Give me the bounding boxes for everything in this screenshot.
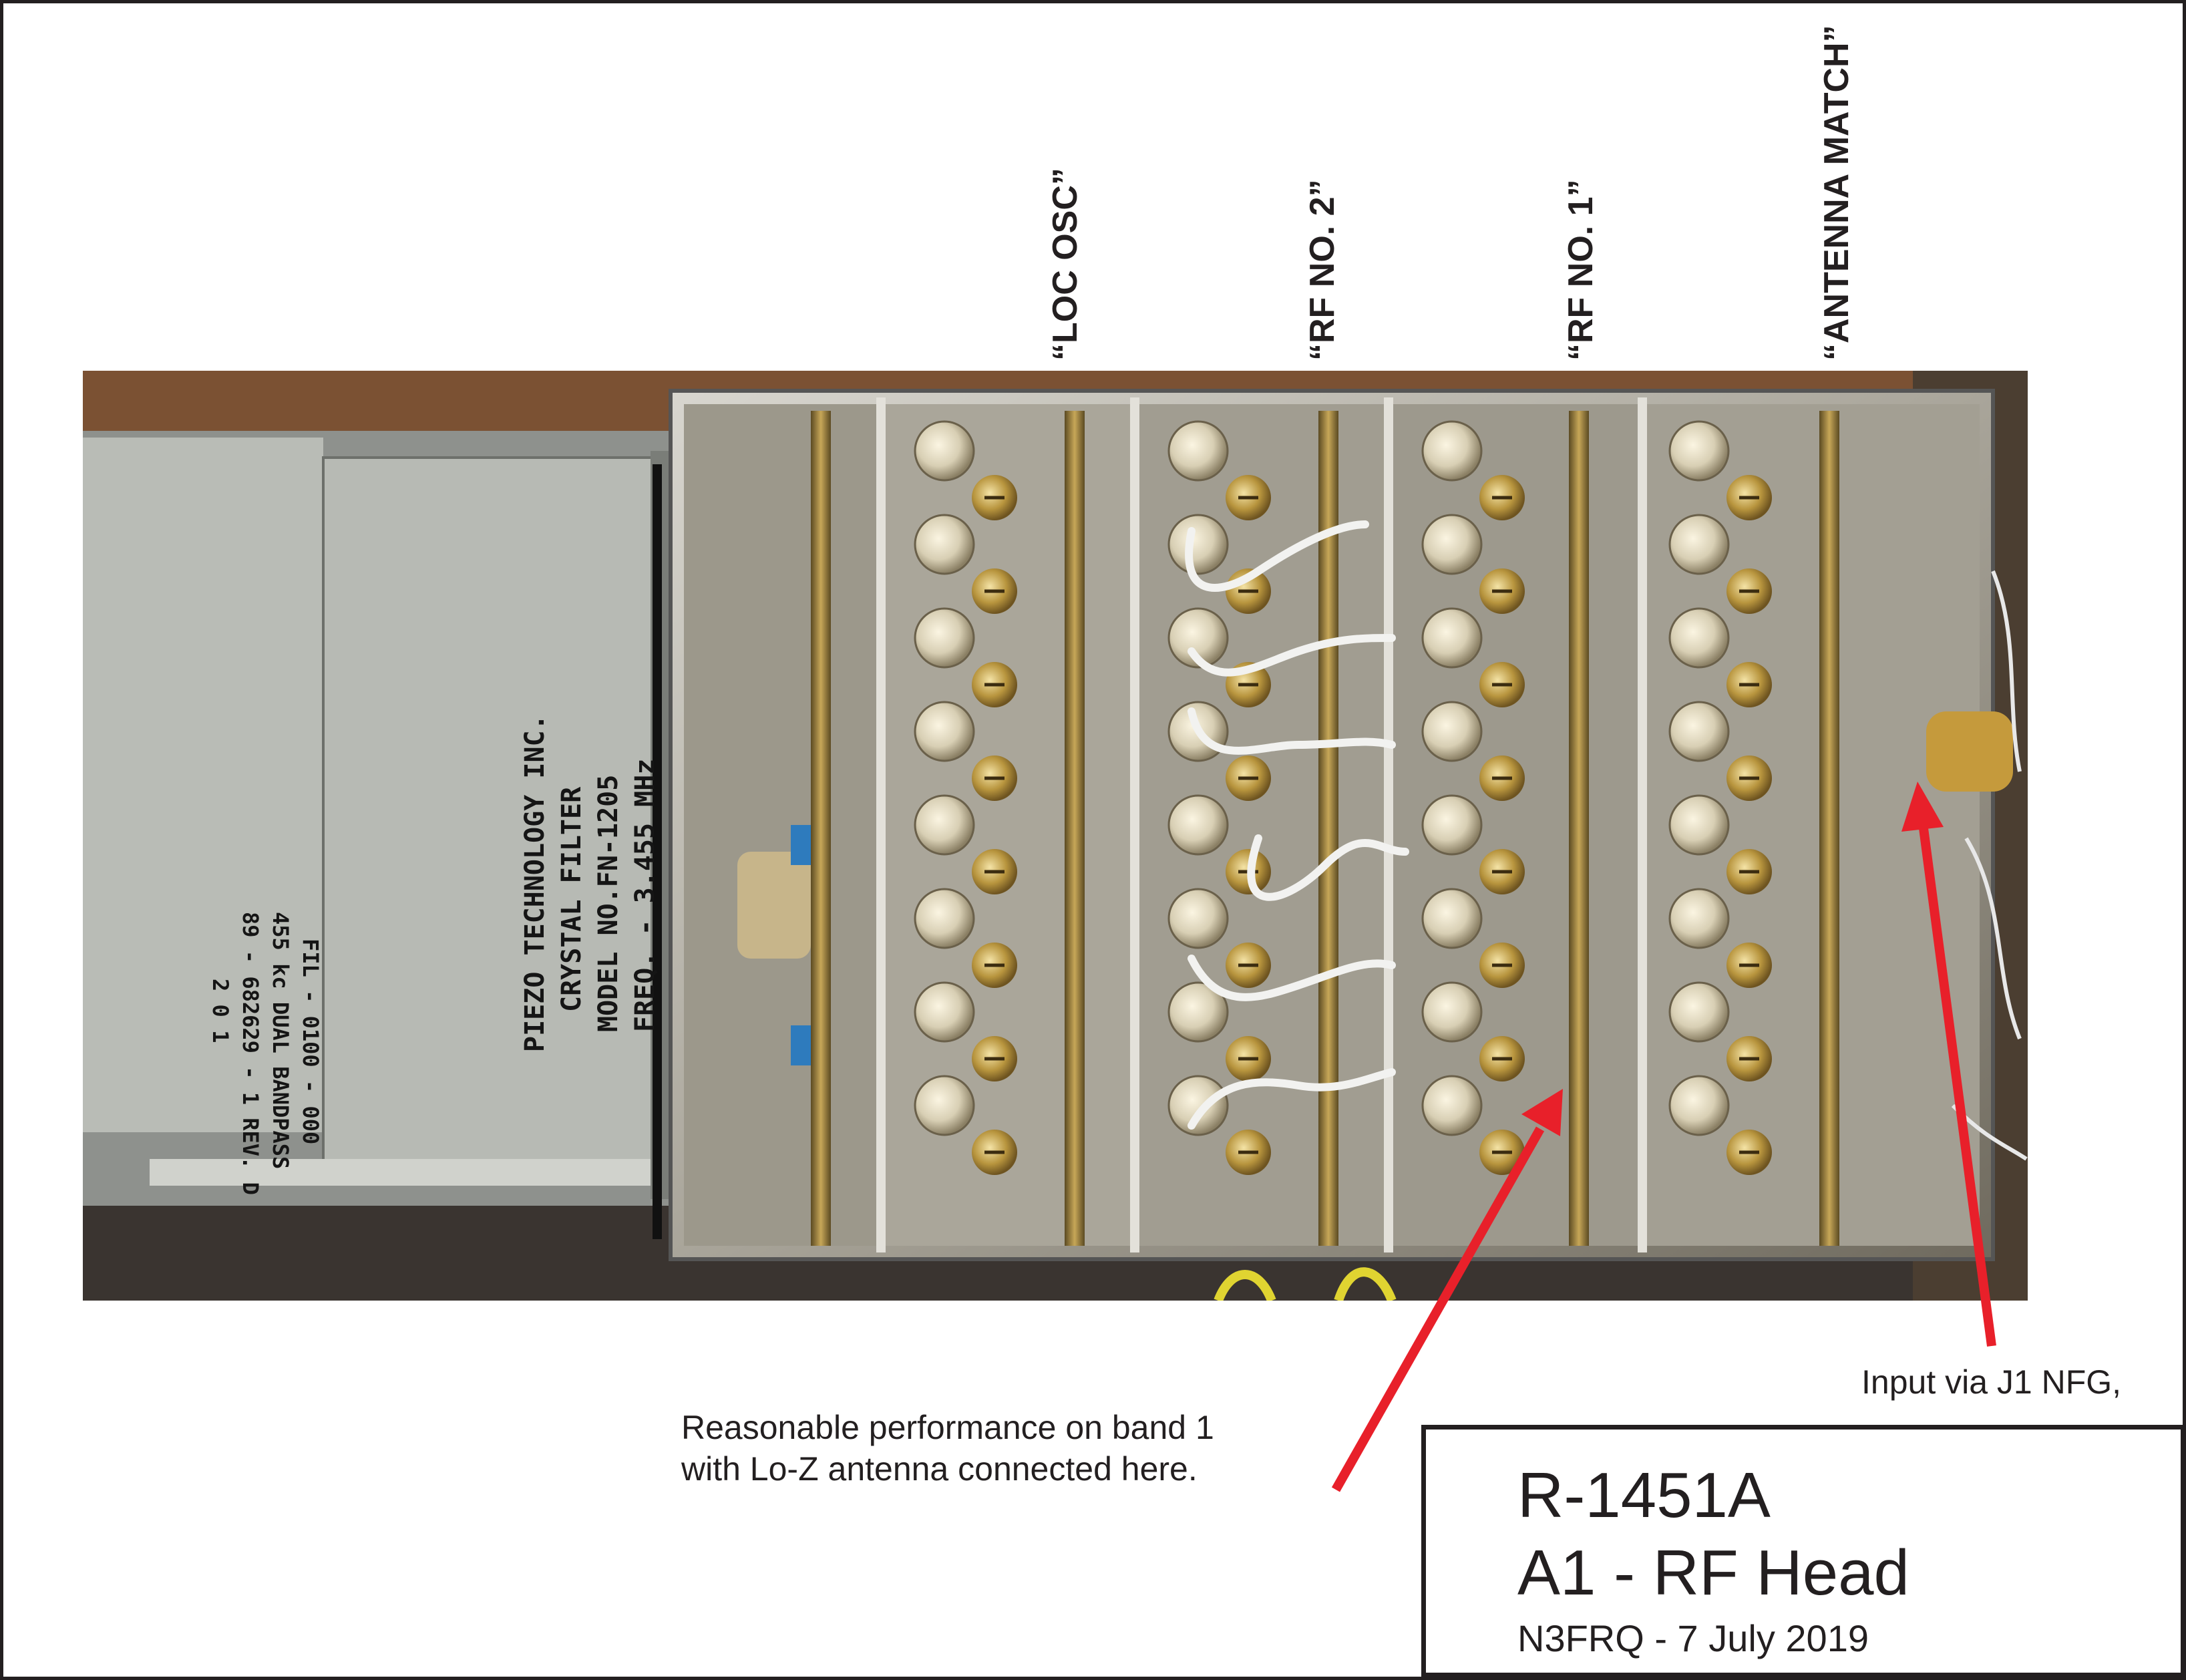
tuning-slug — [1167, 514, 1229, 575]
arrow-band1 — [1331, 1089, 1563, 1492]
tuning-slug — [1421, 701, 1483, 762]
relay — [737, 852, 811, 959]
tuning-slugs — [914, 420, 1772, 1175]
tuning-slug — [914, 981, 975, 1043]
pc-card-3 — [1318, 411, 1338, 1246]
tuning-slug — [1668, 888, 1730, 949]
tuning-slug — [1167, 420, 1229, 482]
tuning-slug — [1668, 794, 1730, 856]
title-model: R-1451A — [1517, 1460, 1771, 1531]
tuning-slug — [1668, 981, 1730, 1043]
tuning-slug — [914, 701, 975, 762]
filter-text-3: MODEL NO.FN-1205 — [593, 775, 624, 1032]
tuning-slug — [1167, 607, 1229, 669]
tuning-slug — [914, 794, 975, 856]
title-block: R-1451A A1 - RF Head N3FRQ - 7 July 2019 — [1421, 1425, 2185, 1677]
tuning-slug — [914, 1075, 975, 1136]
tuning-slug — [1421, 794, 1483, 856]
pc-card-1 — [811, 411, 831, 1246]
filter2-text-3: 89 - 682629 - 1 REV. D — [238, 912, 263, 1195]
j1-connector — [1926, 711, 2013, 792]
tuning-slug — [1668, 514, 1730, 575]
tuning-slug — [1167, 981, 1229, 1043]
tuning-slug — [1421, 514, 1483, 575]
pc-card-5 — [1819, 411, 1839, 1246]
filter-text-4: FREQ. - 3.455 MHz — [630, 759, 661, 1032]
tuning-slug — [914, 888, 975, 949]
note-band1-line1: Reasonable performance on band 1 — [681, 1409, 1214, 1446]
tuning-slug — [1167, 794, 1229, 856]
filter2-text-1: FIL - 0100 - 000 — [298, 939, 323, 1144]
tuning-slug — [1421, 607, 1483, 669]
tuning-slug — [1421, 1075, 1483, 1136]
tuning-slug — [1668, 1075, 1730, 1136]
tuning-slug — [1668, 701, 1730, 762]
note-input-j1: Input via J1 NFG, — [1861, 1363, 2122, 1401]
title-subtitle: A1 - RF Head — [1517, 1537, 1909, 1609]
tuning-slug — [1167, 1075, 1229, 1136]
rf-head-photo: PIEZO TECHNOLOGY INC. CRYSTAL FILTER MOD… — [83, 371, 2028, 1301]
pc-card-2 — [1065, 411, 1085, 1246]
tuning-slug — [914, 607, 975, 669]
filter2-text-4: 2 0 1 — [208, 979, 233, 1043]
arrow-input — [1901, 782, 1996, 1347]
tuning-slug — [914, 514, 975, 575]
filter-text-1: PIEZO TECHNOLOGY INC. — [520, 714, 550, 1052]
yellow-cables — [1214, 1267, 1397, 1301]
tuning-slug — [1167, 888, 1229, 949]
white-wires — [1185, 520, 1409, 1130]
tuning-slug — [1421, 420, 1483, 482]
pc-card-4 — [1569, 411, 1589, 1246]
tuning-slug — [1421, 888, 1483, 949]
tuning-slug — [1668, 607, 1730, 669]
tuning-slug — [914, 420, 975, 482]
filter2-text-2: 455 kc DUAL BANDPASS — [268, 912, 293, 1169]
filter-can-left — [83, 438, 323, 1132]
tuning-slug — [1421, 981, 1483, 1043]
title-credit: N3FRQ - 7 July 2019 — [1517, 1617, 1869, 1659]
note-band1-line2: with Lo-Z antenna connected here. — [681, 1450, 1198, 1488]
filter-text-2: CRYSTAL FILTER — [556, 786, 587, 1012]
crystal-filter-can — [322, 456, 672, 1180]
tuning-slug — [1668, 420, 1730, 482]
